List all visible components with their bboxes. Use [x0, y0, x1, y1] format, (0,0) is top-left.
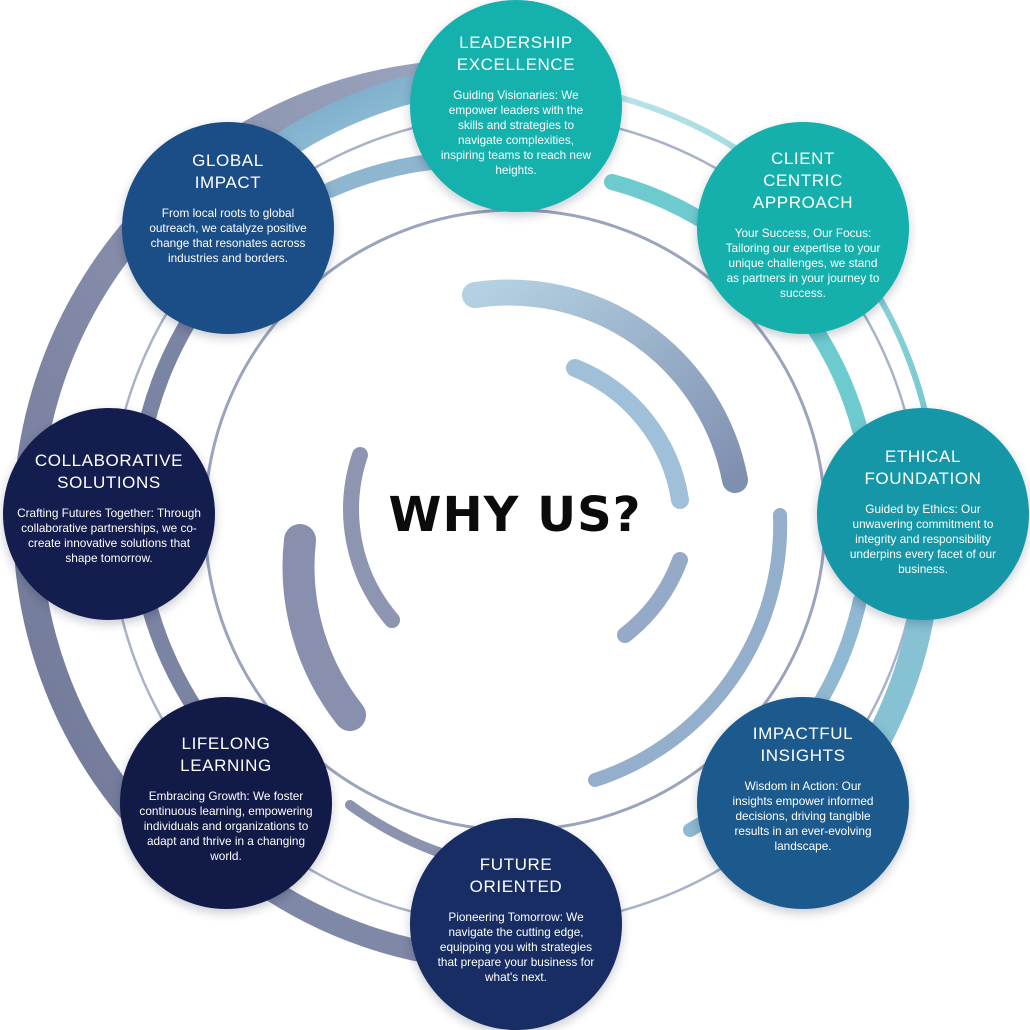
inner-arc-right [588, 508, 788, 787]
node-title: FUTURE ORIENTED [469, 855, 563, 896]
node-title: CLIENT CENTRIC APPROACH [752, 149, 854, 212]
node-title: GLOBAL IMPACT [192, 151, 264, 192]
inner-arc-small-left [343, 447, 400, 628]
node-title: IMPACTFUL INSIGHTS [752, 724, 854, 765]
inner-arc-left [282, 524, 366, 731]
node-title: LEADERSHIP EXCELLENCE [456, 33, 576, 74]
node-title: LIFELONG LEARNING [180, 734, 272, 775]
inner-arc-small-top [566, 359, 689, 509]
node-title: ETHICAL FOUNDATION [864, 447, 982, 488]
node-collaborative-solutions: COLLABORATIVE SOLUTIONS Crafting Futures … [3, 408, 215, 620]
node-description: Guiding Visionaries: We empower leaders … [440, 88, 592, 177]
node-ethical-foundation: ETHICAL FOUNDATION Guided by Ethics: Our … [817, 408, 1029, 620]
node-description: Embracing Growth: We foster continuous l… [139, 789, 313, 863]
outer-arc-left [12, 61, 454, 904]
node-client-centric-approach: CLIENT CENTRIC APPROACH Your Success, Our… [697, 122, 909, 334]
inner-arc-small-right [617, 552, 688, 643]
node-lifelong-learning: LIFELONG LEARNING Embracing Growth: We fo… [120, 697, 332, 909]
node-description: From local roots to global outreach, we … [149, 206, 307, 265]
node-title: COLLABORATIVE SOLUTIONS [34, 451, 184, 492]
node-impactful-insights: IMPACTFUL INSIGHTS Wisdom in Action: Our … [697, 697, 909, 909]
node-global-impact: GLOBAL IMPACT From local roots to global … [122, 122, 334, 334]
node-description: Crafting Futures Together: Through colla… [17, 506, 201, 565]
node-leadership-excellence: LEADERSHIP EXCELLENCE Guiding Visionaries… [410, 0, 622, 212]
node-description: Pioneering Tomorrow: We navigate the cut… [437, 910, 595, 984]
inner-arc-top [462, 279, 748, 493]
node-description: Guided by Ethics: Our unwavering commitm… [849, 502, 997, 576]
node-description: Your Success, Our Focus: Tailoring our e… [725, 226, 881, 300]
node-future-oriented: FUTURE ORIENTED Pioneering Tomorrow: We n… [410, 818, 622, 1030]
node-description: Wisdom in Action: Our insights empower i… [732, 779, 874, 853]
center-title: WHY US? [388, 487, 642, 543]
